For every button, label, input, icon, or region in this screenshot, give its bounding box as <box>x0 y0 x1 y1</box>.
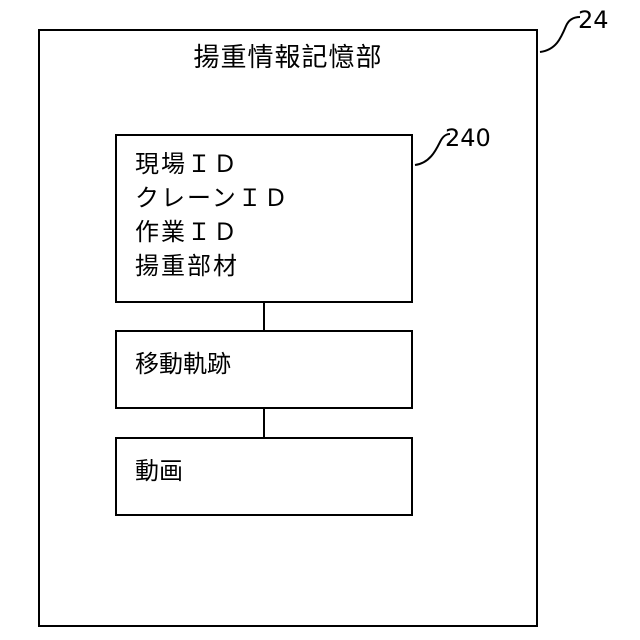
ref-label-outer-box: 24 <box>578 6 609 34</box>
movement-trajectory-box: 移動軌跡 <box>115 330 413 409</box>
work-id-field: 作業ＩＤ <box>135 215 290 249</box>
site-id-field: 現場ＩＤ <box>135 147 290 181</box>
crane-id-field: クレーンＩＤ <box>135 181 290 215</box>
lifting-record-fields: 現場ＩＤ クレーンＩＤ 作業ＩＤ 揚重部材 <box>135 147 290 283</box>
lifting-record-box: 現場ＩＤ クレーンＩＤ 作業ＩＤ 揚重部材 <box>115 134 413 303</box>
video-box: 動画 <box>115 437 413 516</box>
movement-trajectory-label: 移動軌跡 <box>135 347 231 381</box>
leader-line-outer-box <box>540 17 580 52</box>
lifting-info-storage-unit-box <box>38 29 538 627</box>
lifted-member-field: 揚重部材 <box>135 249 290 283</box>
lifting-info-storage-unit-title: 揚重情報記憶部 <box>38 40 538 76</box>
ref-label-record-box: 240 <box>445 124 491 152</box>
video-label: 動画 <box>135 454 183 488</box>
